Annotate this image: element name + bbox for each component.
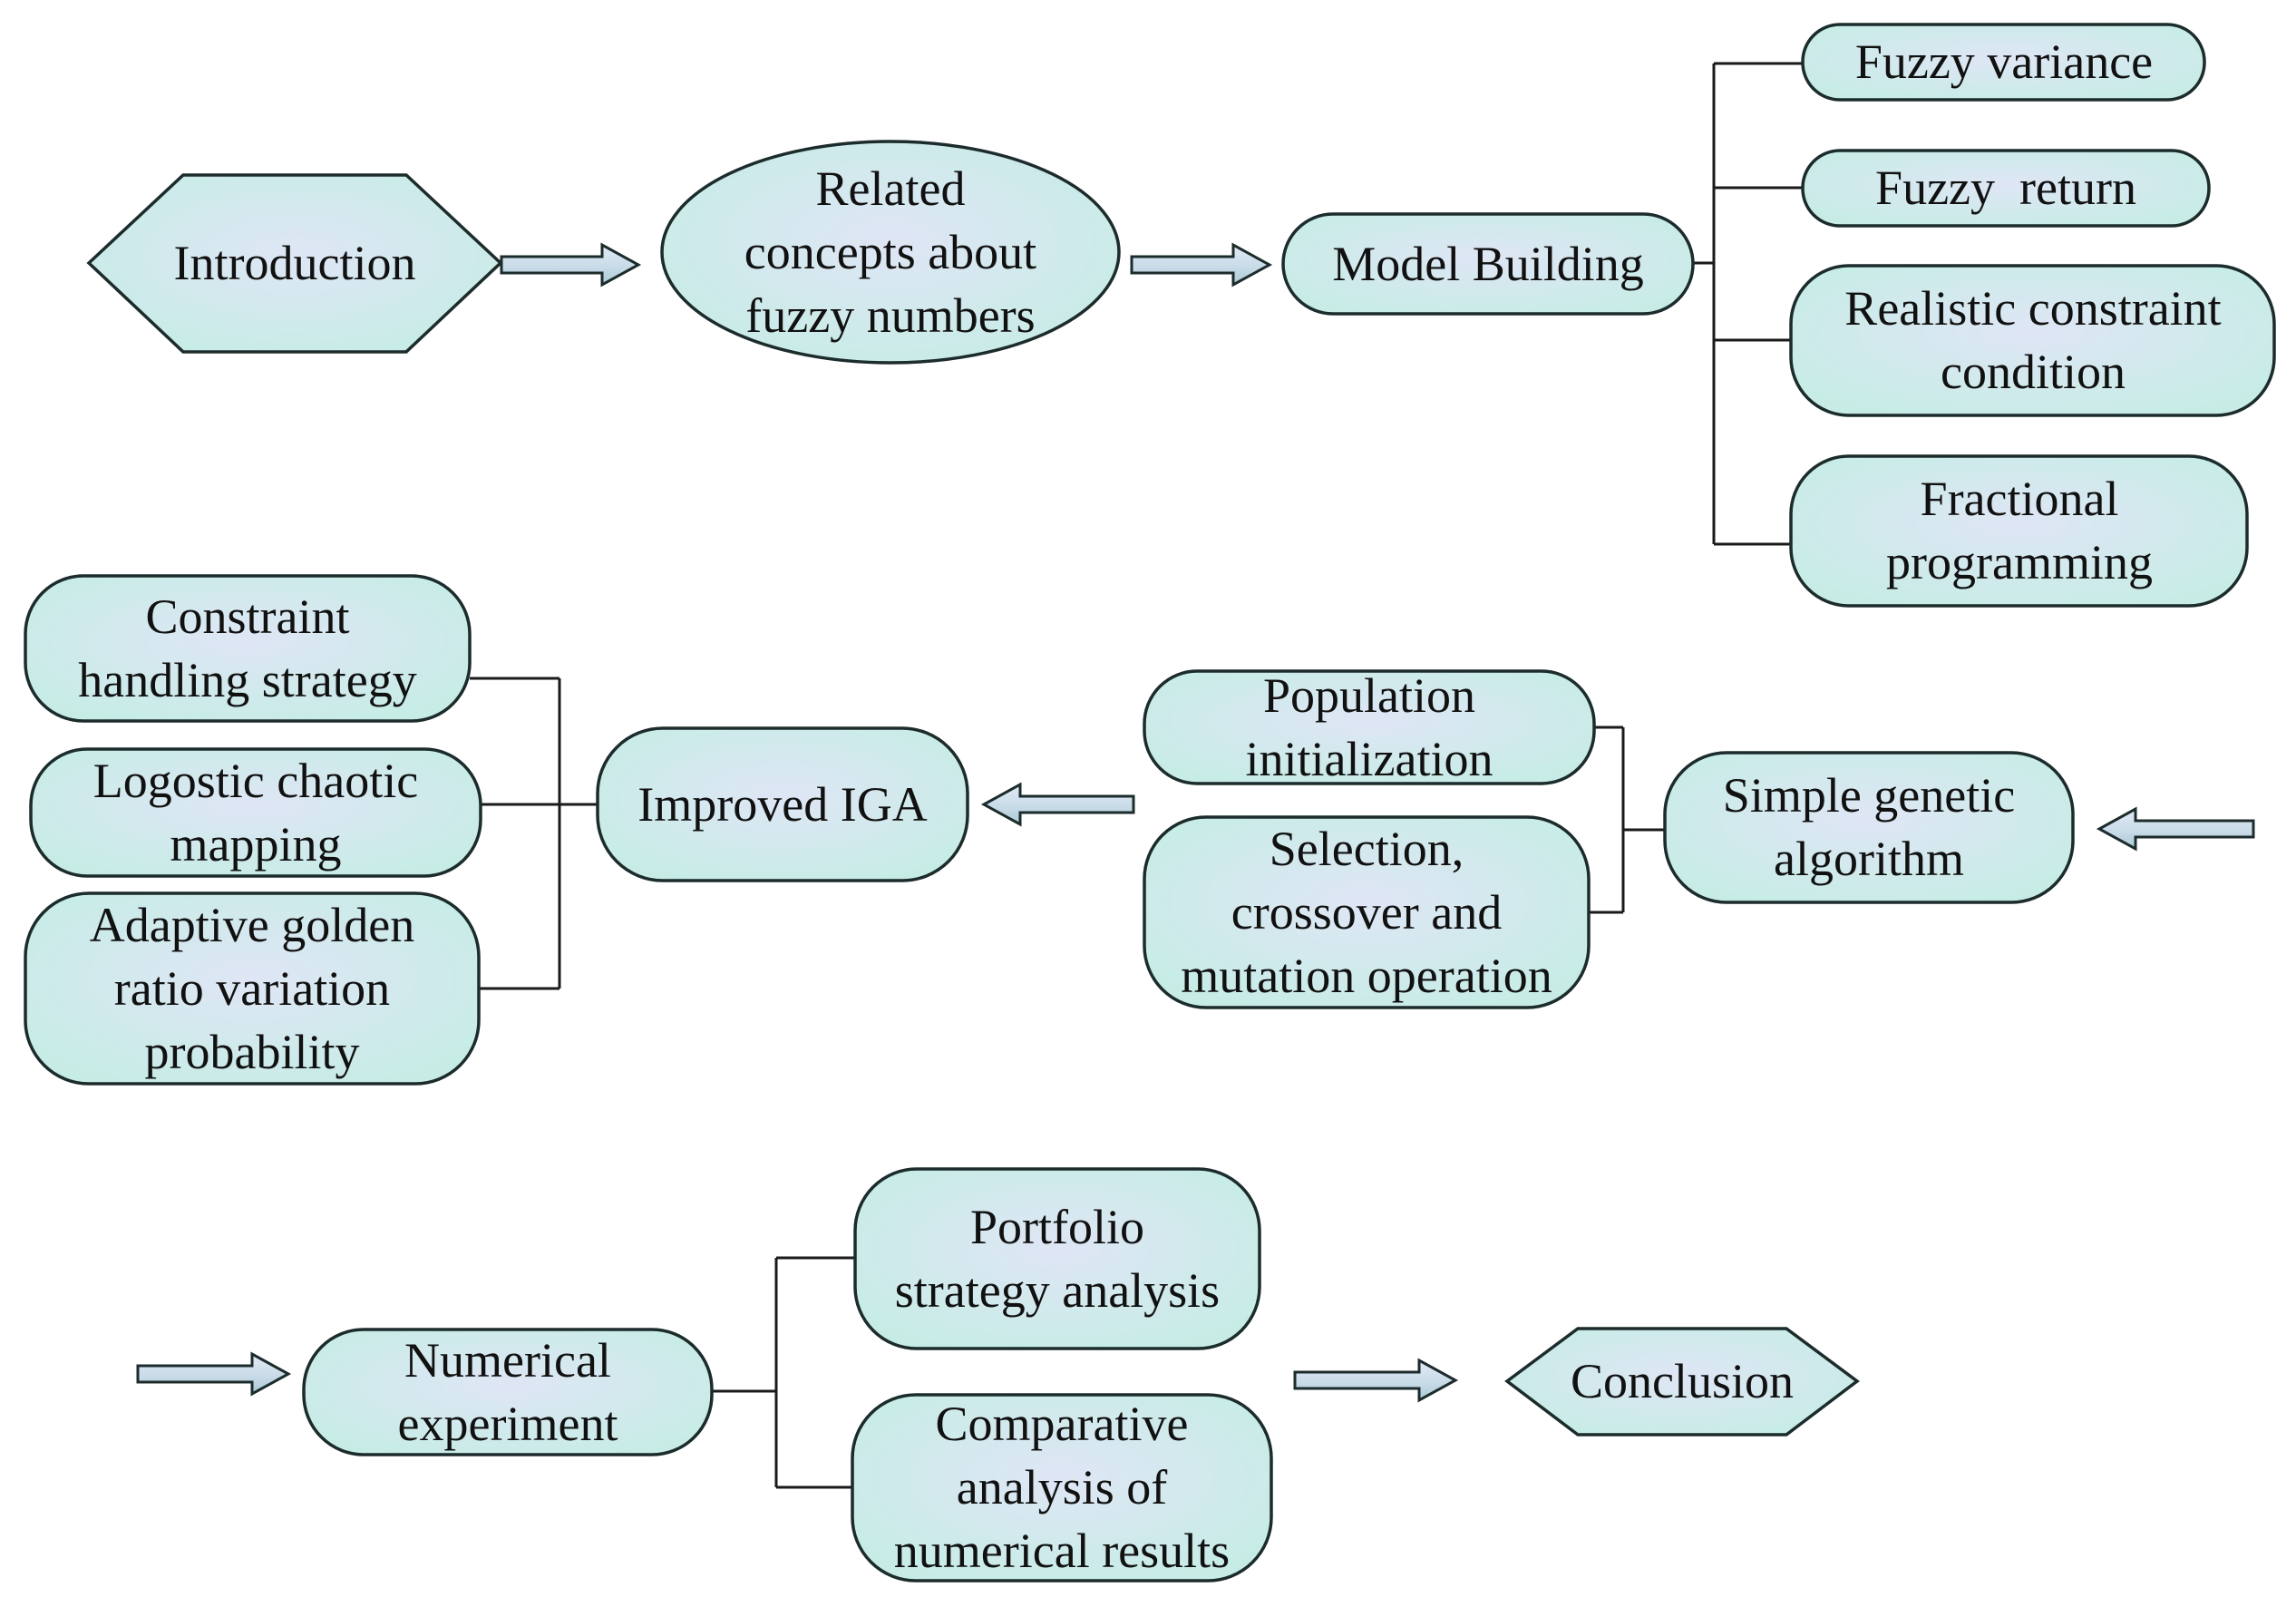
portfolio-strategy-label: Portfolio strategy analysis <box>895 1200 1220 1318</box>
numerical-experiment-box <box>302 1328 714 1456</box>
population-initialization-label: Population initialization <box>1246 668 1493 786</box>
related-concepts-ellipse <box>660 140 1121 365</box>
portfolio-strategy-box <box>853 1167 1261 1350</box>
numerical-experiment-label: Numerical experiment <box>398 1333 618 1451</box>
connector-improved-iga <box>470 677 598 990</box>
related-concepts-line-3: fuzzy numbers <box>745 288 1035 343</box>
comparative-analysis-line-2: analysis of <box>957 1460 1167 1514</box>
fractional-programming-box <box>1789 454 2249 608</box>
connector-model-building <box>1693 62 1803 546</box>
comparative-analysis-label: Comparative analysis of numerical results <box>894 1397 1230 1578</box>
selection-crossover-box <box>1143 815 1591 1009</box>
fuzzy-return-line-1: Fuzzy return <box>1875 161 2136 215</box>
realistic-constraint-line-2: condition <box>1941 345 2126 399</box>
fuzzy-return-box <box>1801 149 2211 228</box>
arrow-left-into-improved-iga <box>980 782 1135 827</box>
connector-simple-ga <box>1589 726 1665 914</box>
fractional-programming-line-1: Fractional <box>1921 472 2119 526</box>
fractional-programming-line-2: programming <box>1886 535 2153 589</box>
realistic-constraint-box <box>1789 264 2276 417</box>
logistic-chaotic-line-2: mapping <box>170 817 342 872</box>
introduction-hexagon <box>86 173 503 354</box>
introduction-line-1: Introduction <box>174 236 416 290</box>
selection-crossover-line-3: mutation operation <box>1181 949 1552 1003</box>
portfolio-strategy-line-2: strategy analysis <box>895 1263 1220 1318</box>
introduction-label: Introduction <box>174 236 416 290</box>
connector-numerical-experiment <box>712 1256 855 1489</box>
logistic-chaotic-box <box>29 747 482 878</box>
adaptive-golden-line-1: Adaptive golden <box>90 898 414 952</box>
fuzzy-variance-line-1: Fuzzy variance <box>1855 34 2153 89</box>
related-concepts-line-1: Related <box>816 161 966 216</box>
model-building-line-1: Model Building <box>1332 237 1644 291</box>
conclusion-line-1: Conclusion <box>1571 1354 1794 1408</box>
constraint-handling-box <box>24 574 472 723</box>
related-concepts-line-2: concepts about <box>744 225 1036 279</box>
adaptive-golden-line-3: probability <box>145 1025 360 1079</box>
improved-iga-box <box>596 726 969 882</box>
conclusion-label: Conclusion <box>1571 1354 1794 1408</box>
numerical-experiment-line-2: experiment <box>398 1397 618 1451</box>
arrow-right-into-numerical <box>136 1351 292 1397</box>
improved-iga-line-1: Improved IGA <box>637 777 927 832</box>
model-building-label: Model Building <box>1332 237 1644 291</box>
labels: Introduction Related concepts about fuzzy … <box>78 34 2221 1578</box>
arrow-right-1 <box>500 242 642 287</box>
improved-iga-label: Improved IGA <box>637 777 927 832</box>
conclusion-hexagon <box>1504 1327 1860 1437</box>
comparative-analysis-line-3: numerical results <box>894 1524 1230 1578</box>
constraint-handling-line-1: Constraint <box>146 589 350 644</box>
model-building-box <box>1281 212 1695 316</box>
realistic-constraint-label: Realistic constraint condition <box>1844 281 2221 399</box>
shapes <box>24 23 2276 1583</box>
simple-genetic-algorithm-line-1: Simple genetic <box>1723 768 2015 823</box>
portfolio-strategy-line-1: Portfolio <box>970 1200 1144 1254</box>
fractional-programming-label: Fractional programming <box>1886 472 2153 589</box>
numerical-experiment-line-1: Numerical <box>404 1333 611 1388</box>
constraint-handling-line-2: handling strategy <box>78 653 416 707</box>
population-initialization-line-2: initialization <box>1246 732 1493 786</box>
arrows <box>136 242 2255 1403</box>
population-initialization-line-1: Population <box>1263 668 1475 723</box>
comparative-analysis-box <box>851 1393 1273 1583</box>
adaptive-golden-line-2: ratio variation <box>114 961 390 1016</box>
comparative-analysis-line-1: Comparative <box>936 1397 1189 1451</box>
realistic-constraint-line-1: Realistic constraint <box>1844 281 2221 336</box>
adaptive-golden-label: Adaptive golden ratio variation probabilit… <box>90 898 414 1079</box>
fuzzy-variance-box <box>1801 23 2206 102</box>
population-initialization-box <box>1143 669 1596 785</box>
logistic-chaotic-label: Logostic chaotic mapping <box>93 754 418 872</box>
logistic-chaotic-line-1: Logostic chaotic <box>93 754 418 808</box>
related-concepts-label: Related concepts about fuzzy numbers <box>744 161 1036 343</box>
selection-crossover-label: Selection, crossover and mutation operatio… <box>1181 822 1552 1003</box>
simple-genetic-algorithm-label: Simple genetic algorithm <box>1723 768 2015 886</box>
adaptive-golden-box <box>24 891 481 1086</box>
connectors <box>470 62 1803 1489</box>
arrow-right-2 <box>1130 242 1273 287</box>
fuzzy-return-label: Fuzzy return <box>1875 161 2136 215</box>
selection-crossover-line-2: crossover and <box>1231 885 1502 940</box>
fuzzy-variance-label: Fuzzy variance <box>1855 34 2153 89</box>
arrow-left-into-simple-ga <box>2096 806 2255 852</box>
arrow-right-into-conclusion <box>1293 1358 1459 1403</box>
simple-genetic-algorithm-line-2: algorithm <box>1774 832 1964 886</box>
simple-genetic-algorithm-box <box>1663 751 2075 904</box>
constraint-handling-label: Constraint handling strategy <box>78 589 416 707</box>
selection-crossover-line-1: Selection, <box>1270 822 1464 876</box>
